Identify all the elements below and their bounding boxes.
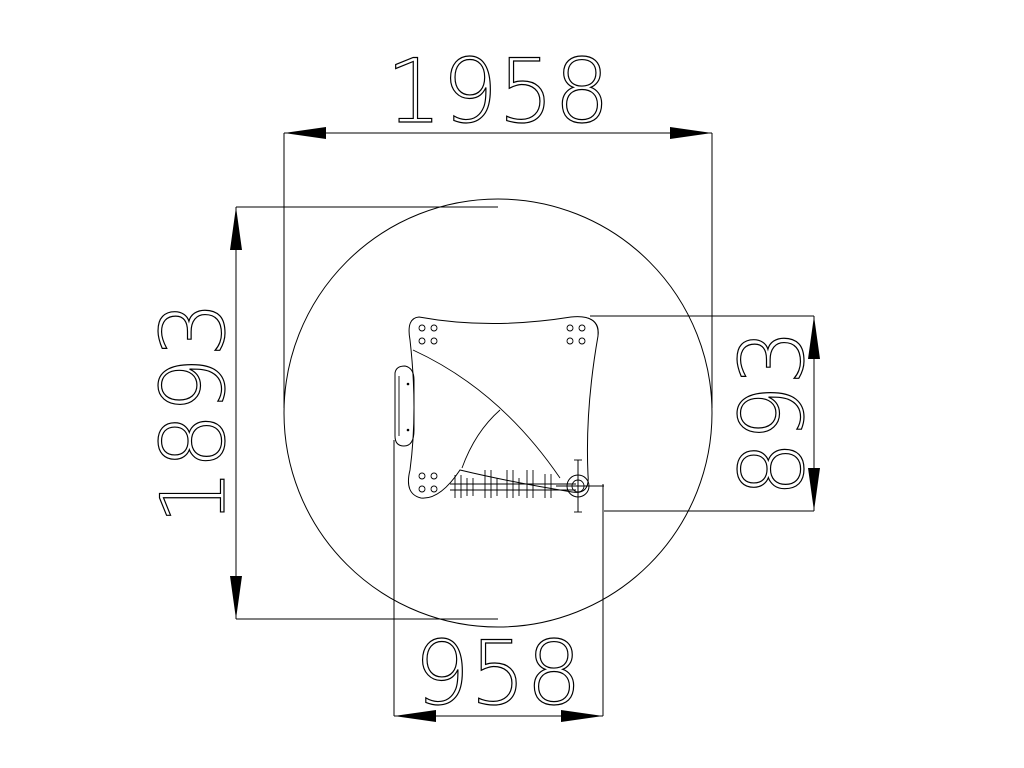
dimension-label-right: 893 <box>721 329 824 497</box>
bolt-group-top-right <box>566 324 586 345</box>
equipment-plan <box>394 316 604 513</box>
pivot-hub <box>556 459 604 513</box>
arrowhead <box>670 127 712 139</box>
bolt-group-top-left <box>418 324 438 345</box>
dimension-right: 893 <box>590 315 825 512</box>
arrowhead <box>284 127 326 139</box>
dimension-top: 1958 <box>283 39 713 408</box>
side-bracket <box>394 365 415 447</box>
arrowhead <box>230 207 242 250</box>
bolt-group-bottom-left <box>418 472 438 493</box>
dimension-label-left: 1893 <box>142 301 245 525</box>
arrowhead <box>394 710 436 722</box>
arrowhead <box>808 468 820 511</box>
dimension-bottom: 958 <box>393 440 604 726</box>
arrowhead <box>561 710 603 722</box>
spring-coil <box>450 470 576 498</box>
dimension-left: 1893 <box>141 206 498 620</box>
safety-zone-circle <box>283 198 713 628</box>
arrowhead <box>808 316 820 359</box>
dimension-label-top: 1958 <box>386 40 610 143</box>
arrowhead <box>230 576 242 619</box>
dimension-label-bottom: 958 <box>414 622 582 725</box>
